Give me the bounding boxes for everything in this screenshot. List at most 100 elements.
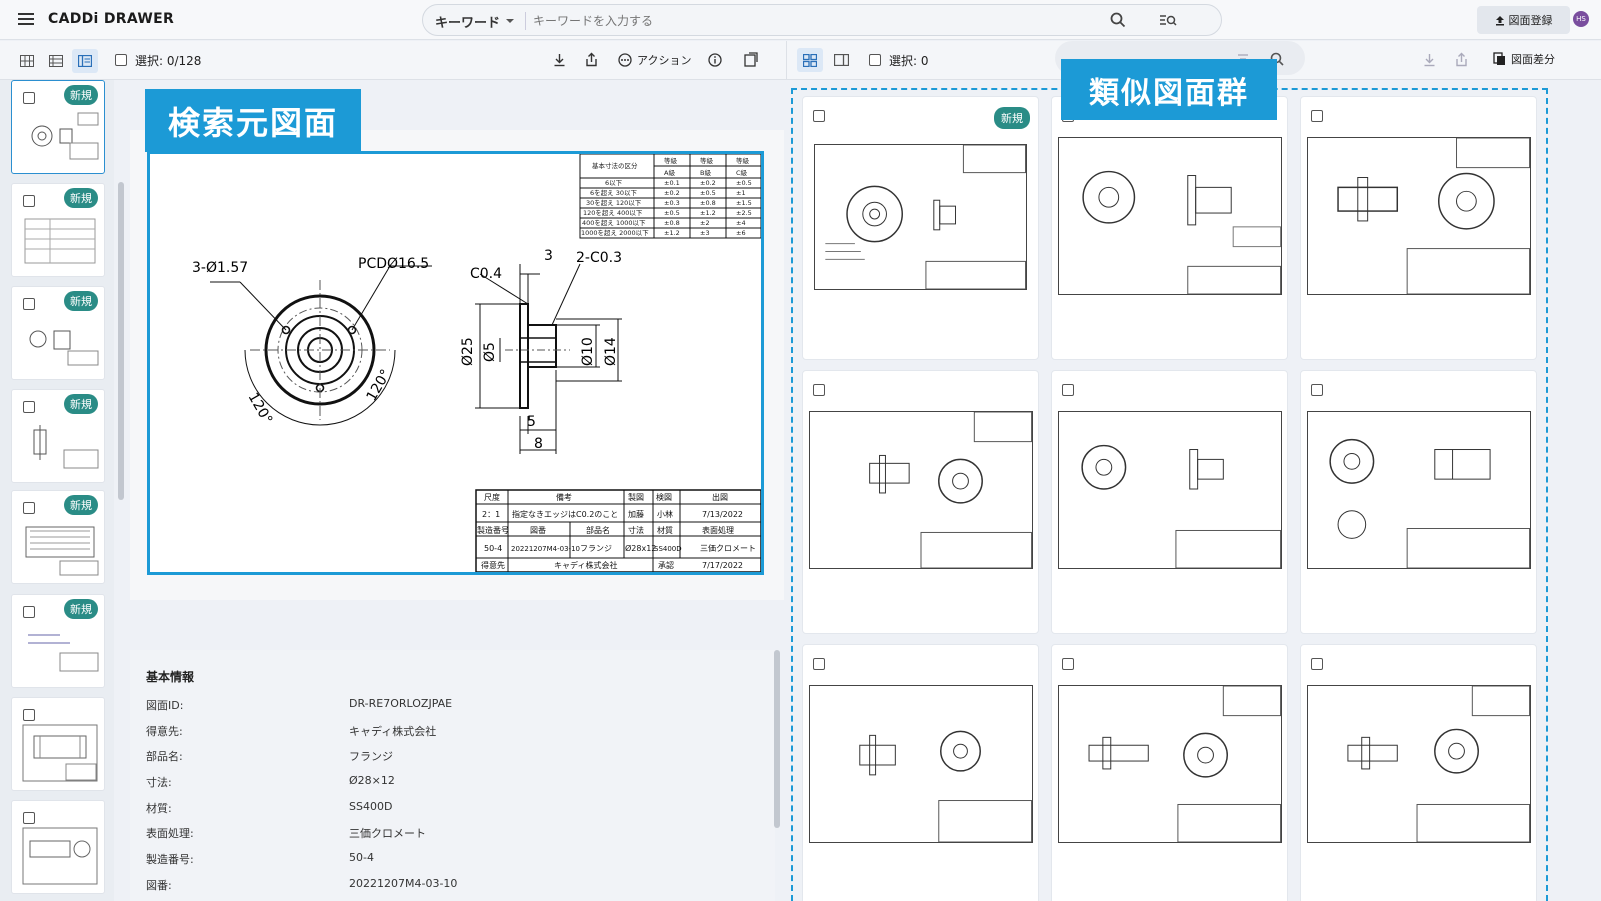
tol-grade-a: A級 — [664, 168, 675, 177]
info-value: 三価クロメート — [349, 827, 426, 840]
thumbnail-sidebar[interactable]: 新規 新規 新規 新規 新規 新規 — [0, 80, 114, 901]
info-value: キャディ株式会社 — [349, 725, 437, 738]
thumbnail-item[interactable]: 新規 — [11, 183, 105, 277]
card-checkbox[interactable] — [1311, 658, 1323, 670]
info-value: フランジ — [349, 750, 393, 763]
share-icon[interactable] — [1455, 52, 1468, 67]
share-icon[interactable] — [585, 52, 598, 67]
search-type-select[interactable]: キーワード — [435, 12, 515, 31]
thumbnail-checkbox[interactable] — [23, 92, 35, 104]
thumbnail-item[interactable] — [11, 697, 105, 791]
thumbnail-checkbox[interactable] — [23, 709, 35, 721]
thumbnail-item[interactable]: 新規 — [11, 286, 105, 380]
app-logo: CADDi DRAWER — [48, 11, 175, 27]
tb-part-name-val: フランジ — [580, 544, 612, 553]
similar-card[interactable] — [1300, 370, 1537, 634]
drawing-canvas: 3-Ø1.57 PCDØ16.5 120° 120° 3 2-C0.3 C0.4… — [192, 153, 762, 573]
thumbnail-checkbox[interactable] — [23, 298, 35, 310]
similar-card[interactable] — [802, 370, 1039, 634]
image-search-icon[interactable] — [1159, 12, 1177, 28]
thumbnail-checkbox[interactable] — [23, 401, 35, 413]
card-checkbox[interactable] — [1062, 384, 1074, 396]
thumbnail-checkbox[interactable] — [23, 606, 35, 618]
card-checkbox[interactable] — [1062, 658, 1074, 670]
drawing-thumbnail — [22, 827, 98, 885]
list-view-button[interactable] — [43, 49, 69, 73]
dim-8: 8 — [534, 436, 543, 452]
upload-icon — [1495, 15, 1504, 25]
info-icon[interactable] — [708, 53, 722, 67]
dim-d25: Ø25 — [460, 337, 476, 366]
tol-cell: ±1.2 — [664, 229, 680, 237]
thumbnail-item[interactable] — [11, 800, 105, 894]
thumbnail-checkbox[interactable] — [23, 195, 35, 207]
similar-card[interactable] — [1051, 96, 1288, 360]
search-divider — [525, 12, 526, 30]
tol-cell: ±1.2 — [700, 209, 716, 217]
card-checkbox[interactable] — [1311, 384, 1323, 396]
thumbnail-item[interactable]: 新規 — [11, 389, 105, 483]
tb-size-val: Ø28x12 — [625, 543, 656, 553]
menu-icon[interactable] — [18, 13, 34, 25]
avatar[interactable]: HS — [1573, 11, 1589, 27]
tb-surface-val: 三価クロメート — [700, 543, 756, 553]
info-label: 寸法: — [146, 776, 172, 789]
info-label: 表面処理: — [146, 827, 194, 840]
dim-2c03: 2-C0.3 — [576, 250, 622, 266]
search-icon[interactable] — [1110, 12, 1126, 28]
tol-grade-c: C級 — [736, 168, 748, 177]
drawing-thumbnail — [31, 112, 99, 160]
source-drawing[interactable]: 3-Ø1.57 PCDØ16.5 120° 120° 3 2-C0.3 C0.4… — [147, 151, 764, 575]
new-badge: 新規 — [64, 85, 98, 105]
tol-cell: ±2 — [700, 219, 710, 227]
tb-mfg-no: 製造番号 — [477, 525, 509, 535]
detail-view-button[interactable] — [72, 49, 98, 73]
card-drawing-thumbnail — [1307, 137, 1531, 295]
tol-cell: ±1.5 — [736, 199, 752, 207]
action-menu-button[interactable]: アクション — [618, 52, 691, 68]
card-checkbox[interactable] — [813, 658, 825, 670]
card-checkbox[interactable] — [813, 110, 825, 122]
search-input[interactable] — [533, 9, 1093, 33]
info-scrollbar[interactable] — [774, 650, 780, 828]
grid-view-button[interactable] — [14, 49, 40, 73]
thumbnail-item[interactable]: 新規 — [11, 594, 105, 688]
card-checkbox[interactable] — [1311, 110, 1323, 122]
tol-cell: ±0.5 — [736, 179, 752, 187]
thumbnail-checkbox[interactable] — [23, 502, 35, 514]
similar-card[interactable]: 新規 — [802, 96, 1039, 360]
similar-card[interactable] — [1300, 644, 1537, 901]
card-drawing-thumbnail — [1058, 137, 1282, 295]
thumbnail-scrollbar[interactable] — [118, 182, 124, 500]
similar-card[interactable] — [802, 644, 1039, 901]
tb-issued-val: 7/13/2022 — [702, 510, 743, 519]
similar-card[interactable] — [1051, 370, 1288, 634]
info-label: 材質: — [146, 802, 172, 815]
tb-surface: 表面処理 — [702, 525, 734, 535]
tol-header-grade: 等級 — [700, 156, 714, 165]
select-all-checkbox-right[interactable] — [869, 54, 881, 66]
drawing-thumbnail — [22, 724, 98, 782]
tb-customer: 得意先 — [481, 560, 505, 570]
tb-mfg-no-val: 50-4 — [484, 544, 502, 553]
card-checkbox[interactable] — [813, 384, 825, 396]
thumbnail-item[interactable]: 新規 — [11, 80, 105, 174]
drawing-diff-button[interactable]: 図面差分 — [1493, 51, 1555, 67]
download-icon[interactable] — [553, 53, 566, 67]
drawing-thumbnail — [25, 526, 99, 576]
open-external-icon[interactable] — [744, 52, 758, 67]
grid-view-button-right[interactable] — [797, 48, 823, 72]
tol-cell: ±0.8 — [700, 199, 716, 207]
thumbnail-checkbox[interactable] — [23, 812, 35, 824]
download-icon[interactable] — [1423, 53, 1436, 67]
thumbnail-item[interactable]: 新規 — [11, 490, 105, 584]
basic-info-title: 基本情報 — [146, 670, 195, 684]
select-all-checkbox[interactable] — [115, 54, 127, 66]
card-drawing-thumbnail — [1058, 685, 1282, 843]
similar-card[interactable] — [1300, 96, 1537, 360]
register-drawing-button[interactable]: 図面登録 — [1477, 6, 1570, 34]
action-label: アクション — [637, 54, 692, 67]
tb-part-name: 部品名 — [586, 525, 610, 535]
similar-card[interactable] — [1051, 644, 1288, 901]
split-view-button[interactable] — [828, 48, 854, 72]
